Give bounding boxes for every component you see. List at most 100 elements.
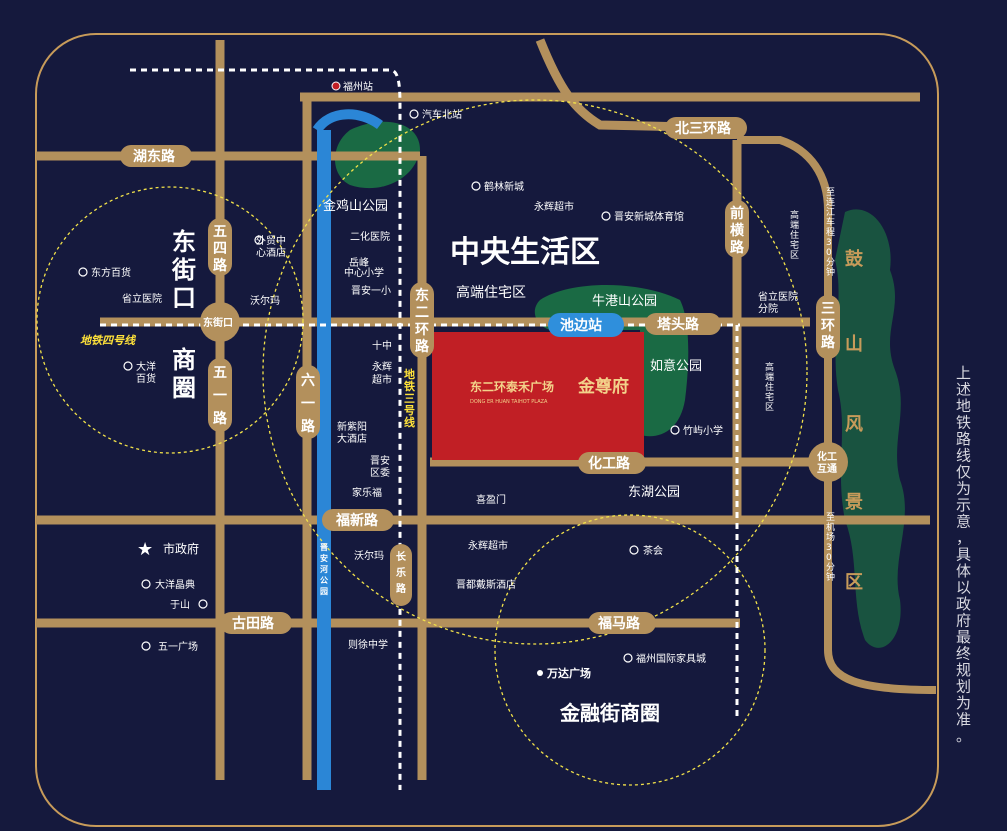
svg-text:五一广场: 五一广场 <box>158 640 198 653</box>
svg-text:路: 路 <box>213 257 228 274</box>
chibian-station: 池边站 <box>560 317 602 334</box>
svg-text:一: 一 <box>301 396 315 412</box>
svg-text:环: 环 <box>821 318 835 334</box>
hint-airport-char: 钟 <box>826 571 835 583</box>
places: 汽车北站 鹤林新城 永辉超市 晋安新城体育馆 二化医院 岳峰 中心小学 晋安一小… <box>91 108 798 680</box>
svg-text:街: 街 <box>171 256 196 284</box>
district-dongjiekou: 东 街 口 商 圈 <box>171 228 196 402</box>
hint-airport-char: 机 <box>826 521 835 533</box>
district-central: 中央生活区 <box>450 235 600 270</box>
hint-lianjiang-char: 连 <box>826 196 835 208</box>
disclaimer-char: 终 <box>956 645 971 663</box>
svg-text:东: 东 <box>415 287 429 304</box>
svg-text:心酒店: 心酒店 <box>256 246 286 259</box>
svg-text:大洋晶典: 大洋晶典 <box>155 578 195 591</box>
svg-text:路: 路 <box>301 418 316 435</box>
svg-text:四: 四 <box>213 241 227 257</box>
disclaimer-char: 地 <box>956 397 971 415</box>
svg-text:路: 路 <box>213 410 228 427</box>
disclaimer-char: ， <box>956 529 971 547</box>
disclaimer-char: 为 <box>956 694 971 712</box>
svg-text:永辉超市: 永辉超市 <box>468 539 508 552</box>
svg-text:河: 河 <box>320 564 328 574</box>
svg-text:口: 口 <box>172 284 196 312</box>
disclaimer-char: 体 <box>956 562 971 580</box>
svg-text:新紫阳: 新紫阳 <box>337 420 367 433</box>
disclaimer-char: 仅 <box>956 463 971 481</box>
hint-lianjiang-char: 车 <box>826 216 835 228</box>
svg-text:沃尔玛: 沃尔玛 <box>250 294 280 307</box>
node-dongjiekou: 东街口 <box>203 316 233 329</box>
svg-text:安: 安 <box>320 553 328 563</box>
svg-text:宅: 宅 <box>790 239 799 251</box>
svg-text:路: 路 <box>730 239 745 256</box>
chibian-station-pill <box>548 313 624 337</box>
svg-text:中心小学: 中心小学 <box>344 266 384 279</box>
disclaimer-char: 示 <box>956 496 971 514</box>
svg-text:园: 园 <box>320 587 328 596</box>
svg-text:晋都戴斯酒店: 晋都戴斯酒店 <box>456 578 516 591</box>
hint-lianjiang-char: 分 <box>826 257 835 268</box>
jinan-river-top <box>312 109 383 134</box>
hint-lianjiang-char: 3 <box>826 238 832 248</box>
catchment-circles <box>36 99 808 786</box>
svg-text:五: 五 <box>213 224 227 240</box>
svg-text:岳峰: 岳峰 <box>349 257 369 269</box>
disclaimer-char: 铁 <box>956 414 971 432</box>
metro-line4: 地铁四号线 <box>80 334 137 347</box>
svg-text:路: 路 <box>821 334 836 351</box>
svg-text:五: 五 <box>213 365 227 381</box>
svg-text:竹屿小学: 竹屿小学 <box>683 424 723 437</box>
hint-lianjiang-char: 江 <box>826 207 835 218</box>
district-high-end: 高端住宅区 <box>456 284 526 301</box>
svg-text:地: 地 <box>404 367 415 381</box>
disclaimer-char: 最 <box>956 628 971 646</box>
svg-text:线: 线 <box>404 415 415 429</box>
svg-text:于山: 于山 <box>170 599 190 611</box>
svg-text:端: 端 <box>790 219 799 231</box>
disclaimer-char: 述 <box>956 381 971 399</box>
disclaimer-char: 政 <box>956 595 971 613</box>
svg-text:圈: 圈 <box>172 374 196 402</box>
disclaimer-char: 以 <box>956 579 971 597</box>
svg-text:晋安一小: 晋安一小 <box>351 284 391 297</box>
svg-text:宅: 宅 <box>765 391 774 403</box>
svg-text:区委: 区委 <box>370 466 390 479</box>
svg-text:乐: 乐 <box>396 566 406 579</box>
park-jinjishan: 金鸡山公园 <box>323 198 388 214</box>
road-tatou: 塔头路 <box>657 316 700 333</box>
changle-road-label: 长 乐 路 <box>396 550 407 595</box>
outer-road-east <box>737 136 937 694</box>
park-donghu: 东湖公园 <box>628 485 680 500</box>
project-name-en: DONG ER HUAN TAIHOT PLAZA <box>470 399 548 405</box>
project-site <box>432 332 644 460</box>
vertical-road-labels: 五 四 路 五 一 路 六 一 路 东 二 环 路 前 横 路 三 环 路 <box>213 205 836 435</box>
svg-text:晋安新城体育馆: 晋安新城体育馆 <box>614 210 684 223</box>
disclaimer-char: 上 <box>956 364 971 382</box>
metro-line3: 地 铁 三 号 线 <box>404 367 415 429</box>
svg-text:前: 前 <box>730 205 744 222</box>
hint-airport-char: 至 <box>826 512 835 523</box>
svg-text:环: 环 <box>415 322 429 338</box>
svg-text:十中: 十中 <box>372 339 392 352</box>
disclaimer-char: 划 <box>956 678 971 696</box>
svg-text:市政府: 市政府 <box>163 541 199 556</box>
svg-text:二化医院: 二化医院 <box>350 230 390 243</box>
road-pills <box>120 117 848 634</box>
park-niugangshan: 牛港山公园 <box>592 294 657 309</box>
svg-text:住: 住 <box>765 381 774 393</box>
svg-text:晋: 晋 <box>320 543 328 552</box>
hint-airport-char: 场 <box>826 532 835 543</box>
svg-text:省立医院: 省立医院 <box>758 290 798 303</box>
svg-text:鼓: 鼓 <box>845 248 864 270</box>
svg-text:路: 路 <box>396 582 407 595</box>
disclaimer-char: 为 <box>956 480 971 498</box>
svg-text:茶会: 茶会 <box>643 544 663 557</box>
hint-lianjiang-char: 0 <box>826 248 832 258</box>
disclaimer-char: 。 <box>956 727 971 745</box>
svg-text:三: 三 <box>404 392 415 405</box>
road-gutian: 古田路 <box>232 615 275 632</box>
svg-text:东方百货: 东方百货 <box>91 266 131 279</box>
